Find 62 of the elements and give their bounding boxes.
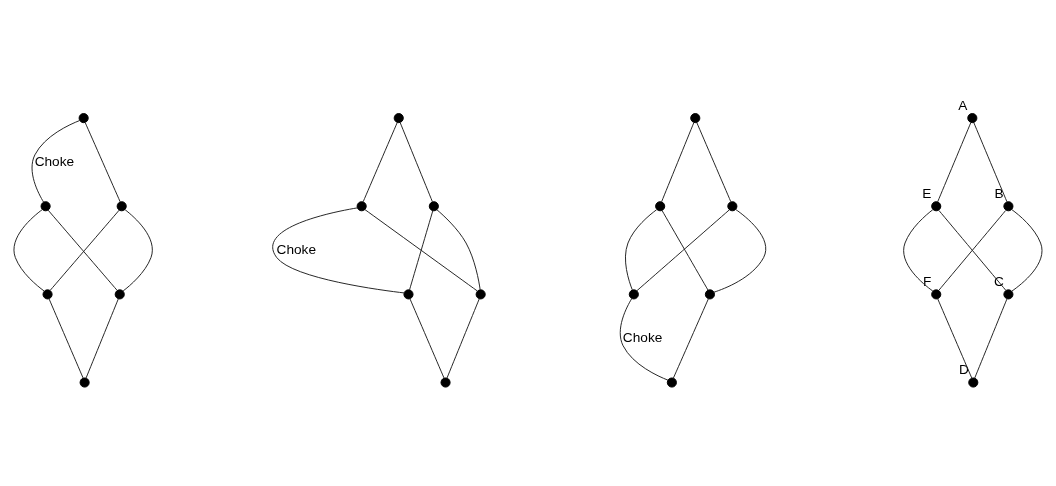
- edge-label: Choke: [622, 330, 663, 346]
- connector: [362, 122, 398, 203]
- connector: [364, 209, 478, 292]
- node-circle: [666, 377, 677, 388]
- node-circle: [116, 201, 127, 212]
- connector: [661, 210, 709, 291]
- node-circle: [931, 289, 942, 300]
- node-circle: [403, 289, 414, 300]
- connector: [672, 298, 709, 379]
- connector: [636, 209, 730, 292]
- connector: [436, 209, 481, 291]
- node-circle: [428, 201, 439, 212]
- node-label: A: [958, 97, 968, 113]
- connector: [937, 298, 973, 379]
- connector: [84, 122, 121, 203]
- connector: [937, 122, 972, 203]
- connector: [661, 122, 695, 203]
- connector: [13, 209, 45, 292]
- connector: [974, 298, 1008, 379]
- connector: [938, 210, 1007, 291]
- node-label: D: [958, 362, 969, 378]
- connector: [409, 298, 445, 379]
- connector: [625, 209, 658, 291]
- connector: [619, 298, 669, 381]
- connector: [272, 207, 405, 294]
- edge-label: Choke: [276, 241, 317, 257]
- node-circle: [356, 201, 367, 212]
- node-circle: [727, 201, 738, 212]
- node-circle: [114, 289, 125, 300]
- node-circle: [78, 113, 89, 124]
- connector: [713, 209, 767, 293]
- node-circle: [40, 201, 51, 212]
- node-circle: [1003, 289, 1014, 300]
- connector: [973, 122, 1008, 203]
- connector: [696, 122, 732, 203]
- node-circle: [475, 289, 486, 300]
- node-circle: [690, 113, 701, 124]
- node-circle: [655, 201, 666, 212]
- node-label: C: [994, 274, 1004, 290]
- connector: [409, 210, 434, 291]
- node-circle: [967, 113, 978, 124]
- connector: [48, 298, 84, 379]
- connector: [85, 298, 119, 379]
- node-circle: [931, 201, 942, 212]
- node-circle: [704, 289, 715, 300]
- edge-label: Choke: [34, 153, 75, 169]
- connector: [446, 298, 480, 379]
- node-circle: [440, 377, 451, 388]
- connector: [31, 120, 81, 203]
- connector: [903, 209, 934, 292]
- node-circle: [1003, 201, 1014, 212]
- connector: [1011, 209, 1043, 292]
- node-label: E: [922, 185, 932, 201]
- node-circle: [42, 289, 53, 300]
- node-label: B: [994, 185, 1004, 201]
- node-circle: [968, 377, 979, 388]
- connector: [122, 209, 153, 292]
- node-label: F: [923, 274, 932, 290]
- node-circle: [393, 113, 404, 124]
- node-circle: [79, 377, 90, 388]
- connector: [399, 122, 433, 203]
- node-circle: [628, 289, 639, 300]
